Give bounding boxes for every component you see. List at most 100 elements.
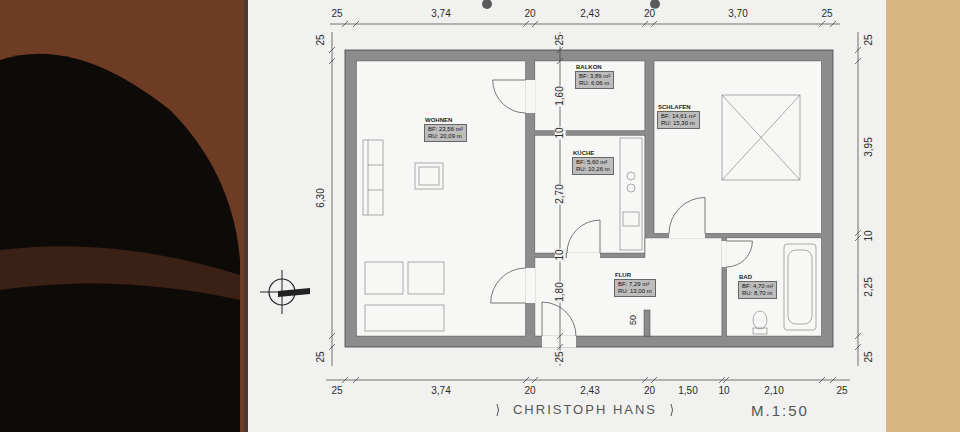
area-value: BF: 14,61 m² <box>661 113 696 120</box>
area-box: BF: 14,61 m²RU: 15,30 m <box>657 111 700 129</box>
area-value: BF: 7,29 m² <box>618 281 652 288</box>
table-surface <box>0 0 250 432</box>
dimension: 25 <box>330 9 343 20</box>
dimension: 2,43 <box>579 9 600 20</box>
door-opening <box>721 241 727 267</box>
kitchen-counter <box>620 138 642 250</box>
dimension-line <box>330 21 840 27</box>
dimension-line <box>329 32 335 366</box>
dimension: 10 <box>717 386 730 397</box>
bathtub <box>788 250 812 324</box>
bed <box>722 95 800 180</box>
bed <box>722 95 800 180</box>
room-floor <box>535 238 722 336</box>
room-name: SCHLAFEN <box>658 104 702 110</box>
dimension: 20 <box>643 9 656 20</box>
area-box: BF: 7,29 m²RU: 13,00 m <box>614 279 656 297</box>
paper <box>246 0 886 432</box>
dimension: 3,74 <box>430 386 451 397</box>
door-opening <box>669 233 705 238</box>
sofa <box>363 140 383 215</box>
area-value: BF: 4,70 m² <box>742 283 773 290</box>
shadow <box>0 246 240 300</box>
dimension: 2,70 <box>555 183 566 204</box>
area-value: BF: 3,89 m² <box>579 73 610 80</box>
dimension: 25 <box>330 386 343 397</box>
area-value: RU: 20,09 m <box>428 133 463 140</box>
door-swing <box>726 241 752 267</box>
area-value: RU: 6,06 m <box>579 80 610 87</box>
door-opening <box>525 80 535 113</box>
punch-hole <box>650 0 660 9</box>
room-floor <box>356 61 525 336</box>
shadow <box>0 54 240 432</box>
armchair <box>408 262 444 294</box>
table <box>419 167 439 185</box>
room-label: BADBF: 4,70 m²RU: 8,70 m <box>738 274 780 299</box>
area-value: BF: 23,56 m² <box>428 126 463 133</box>
door-swing <box>669 198 705 234</box>
door-swing <box>491 268 526 303</box>
room-name: WOHNEN <box>425 117 469 123</box>
dimension: 25 <box>316 33 327 46</box>
door-swing <box>542 302 576 336</box>
author-name: CHRISTOPH HANS <box>512 403 658 417</box>
dimension: 25 <box>555 350 566 363</box>
dimension: 20 <box>643 386 656 397</box>
door-opening <box>525 268 535 303</box>
area-value: BF: 5,60 m² <box>576 159 610 166</box>
pen-mark <box>497 404 673 416</box>
dimension: 10 <box>864 229 875 242</box>
dimension: 25 <box>864 33 875 46</box>
area-box: BF: 4,70 m²RU: 8,70 m <box>738 281 777 299</box>
room-label: KÜCHEBF: 5,60 m²RU: 10,26 m <box>572 150 616 175</box>
toilet <box>753 328 767 334</box>
dimension: 2,10 <box>763 386 784 397</box>
room-name: BAD <box>739 274 780 280</box>
dimension-line <box>855 32 861 366</box>
dimension: 25 <box>316 350 327 363</box>
dimension: 25 <box>864 350 875 363</box>
room-label: FLURBF: 7,29 m²RU: 13,00 m <box>614 272 658 297</box>
dimension: 20 <box>523 9 536 20</box>
dimension: 10 <box>555 126 566 139</box>
dimension-line <box>326 377 850 383</box>
north-symbol <box>260 270 310 314</box>
dimension: 1,60 <box>555 85 566 106</box>
door-swing <box>567 220 600 253</box>
area-box: BF: 23,56 m²RU: 20,09 m <box>424 124 467 142</box>
paper-edge <box>244 0 248 432</box>
area-value: RU: 10,26 m <box>576 166 610 173</box>
room-floor <box>535 135 645 253</box>
dimension: 6,30 <box>316 187 327 208</box>
dimension: 25 <box>820 9 833 20</box>
shelf <box>365 305 444 331</box>
dimension: 10 <box>555 248 566 261</box>
dimension: 1,80 <box>555 281 566 302</box>
osb-board <box>885 0 960 432</box>
room-label: SCHLAFENBF: 14,61 m²RU: 15,30 m <box>657 104 702 129</box>
dimension: 25 <box>555 33 566 46</box>
dimension: 2,43 <box>579 386 600 397</box>
wall <box>345 50 833 347</box>
room-label: BALKON BF: 3,89 m²RU: 6,06 m <box>575 64 617 89</box>
room-name: FLUR <box>615 272 658 278</box>
sofa <box>368 140 383 215</box>
dimension: 20 <box>523 386 536 397</box>
dimension: 3,74 <box>430 9 451 20</box>
room-floor <box>535 61 645 131</box>
table <box>415 163 443 189</box>
room-label: WOHNENBF: 23,56 m²RU: 20,09 m <box>424 117 469 142</box>
punch-hole <box>482 0 492 9</box>
sink <box>623 212 639 226</box>
dimension: 3,70 <box>727 9 748 20</box>
door-opening <box>567 253 600 258</box>
toilet <box>753 311 767 329</box>
room-name: KÜCHE <box>573 150 616 156</box>
dimension: 3,95 <box>864 136 875 157</box>
room-floor <box>654 61 822 234</box>
area-box: BF: 5,60 m²RU: 10,26 m <box>572 157 614 175</box>
room-name: BALKON <box>576 64 617 70</box>
armchair <box>365 262 403 294</box>
